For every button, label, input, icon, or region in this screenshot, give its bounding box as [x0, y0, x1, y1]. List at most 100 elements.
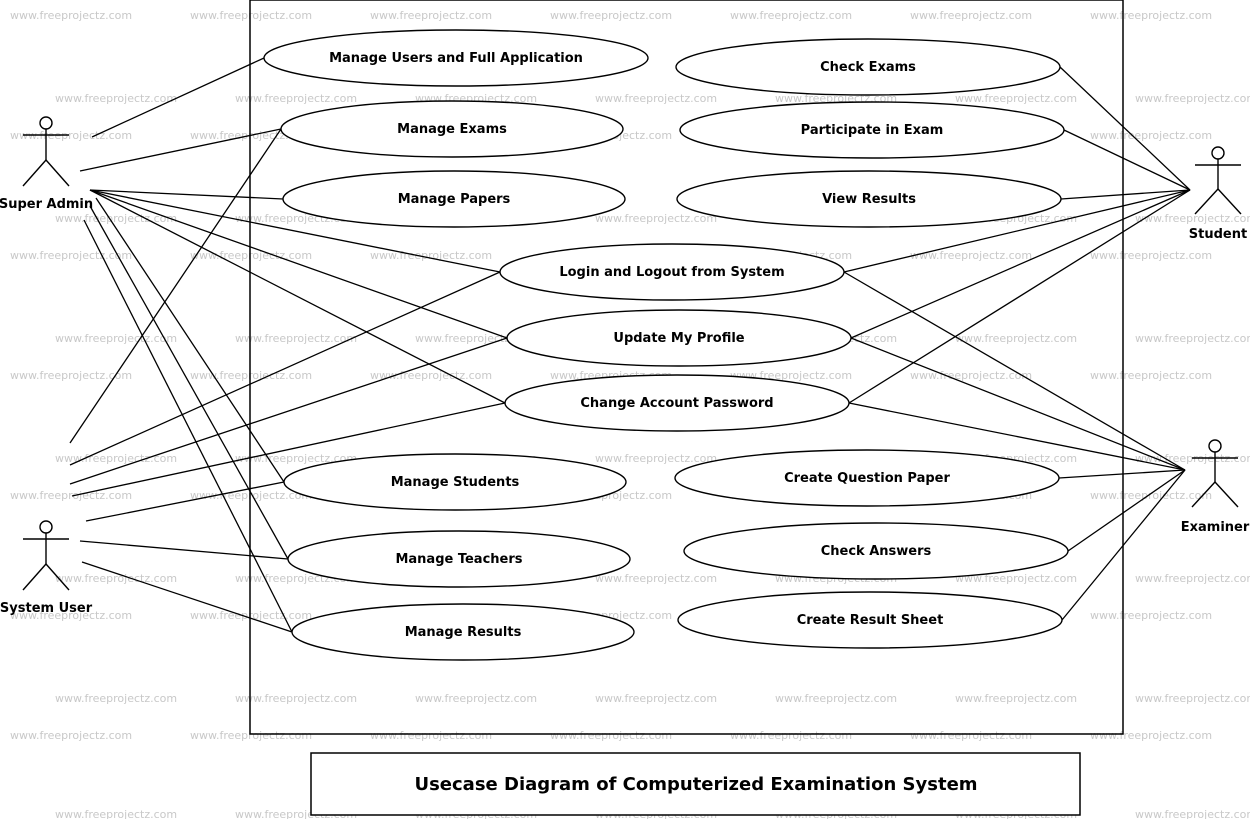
use-case-view-results[interactable]: View Results — [676, 170, 1062, 228]
watermark-text: www.freeprojectz.com — [955, 332, 1077, 345]
use-case-label: Manage Teachers — [395, 552, 522, 567]
use-case-manage-users[interactable]: Manage Users and Full Application — [263, 29, 649, 87]
use-case-manage-students[interactable]: Manage Students — [283, 453, 627, 511]
use-case-label: Update My Profile — [613, 331, 744, 346]
association-line — [850, 337, 1186, 471]
watermark-text: www.freeprojectz.com — [10, 369, 132, 382]
watermark-text: www.freeprojectz.com — [910, 729, 1032, 742]
watermark-text: www.freeprojectz.com — [55, 692, 177, 705]
watermark-text: www.freeprojectz.com — [370, 249, 492, 262]
use-case-manage-papers[interactable]: Manage Papers — [282, 170, 626, 228]
watermark-text: www.freeprojectz.com — [10, 489, 132, 502]
actor-system-user[interactable]: System User — [0, 520, 93, 616]
watermark-text: www.freeprojectz.com — [1090, 489, 1212, 502]
association-line — [69, 128, 282, 444]
watermark-text: www.freeprojectz.com — [550, 729, 672, 742]
watermark-text: www.freeprojectz.com — [190, 729, 312, 742]
watermark-text: www.freeprojectz.com — [10, 9, 132, 22]
watermark-text: www.freeprojectz.com — [910, 369, 1032, 382]
use-case-manage-exams[interactable]: Manage Exams — [280, 100, 624, 158]
use-case-login-logout[interactable]: Login and Logout from System — [499, 243, 845, 301]
watermark-text: www.freeprojectz.com — [10, 729, 132, 742]
watermark-text: www.freeprojectz.com — [595, 452, 717, 465]
watermark-text: www.freeprojectz.com — [55, 332, 177, 345]
system-boundary — [249, 0, 1124, 735]
association-line — [91, 57, 265, 138]
watermark-text: www.freeprojectz.com — [190, 609, 312, 622]
watermark-text: www.freeprojectz.com — [415, 692, 537, 705]
use-case-check-exams[interactable]: Check Exams — [675, 38, 1061, 96]
actor-student[interactable]: Student — [1189, 146, 1247, 242]
watermark-text: www.freeprojectz.com — [370, 369, 492, 382]
watermark-text: www.freeprojectz.com — [955, 572, 1077, 585]
association-line — [1058, 469, 1186, 479]
watermark-text: www.freeprojectz.com — [190, 489, 312, 502]
watermark-text: www.freeprojectz.com — [1090, 369, 1212, 382]
watermark-text: www.freeprojectz.com — [955, 92, 1077, 105]
watermark-text: www.freeprojectz.com — [370, 9, 492, 22]
watermark-text: www.freeprojectz.com — [235, 692, 357, 705]
watermark-text: www.freeprojectz.com — [235, 332, 357, 345]
use-case-label: Manage Exams — [397, 122, 507, 137]
watermark-text: www.freeprojectz.com — [1135, 808, 1250, 819]
use-case-update-profile[interactable]: Update My Profile — [506, 309, 852, 367]
watermark-text: www.freeprojectz.com — [775, 692, 897, 705]
association-line — [95, 197, 285, 483]
watermark-text: www.freeprojectz.com — [1090, 9, 1212, 22]
stick-figure-icon — [1191, 439, 1239, 508]
use-case-change-password[interactable]: Change Account Password — [504, 374, 850, 432]
watermark-text: www.freeprojectz.com — [595, 212, 717, 225]
association-line — [848, 189, 1191, 404]
use-case-manage-teachers[interactable]: Manage Teachers — [287, 530, 631, 588]
watermark-text: www.freeprojectz.com — [1135, 92, 1250, 105]
watermark-text: www.freeprojectz.com — [370, 729, 492, 742]
watermark-text: www.freeprojectz.com — [595, 572, 717, 585]
watermark-text: www.freeprojectz.com — [1090, 129, 1212, 142]
use-case-label: Check Exams — [820, 60, 916, 75]
association-line — [71, 402, 506, 497]
use-case-label: Manage Papers — [398, 192, 511, 207]
association-line — [89, 205, 289, 560]
watermark-text: www.freeprojectz.com — [595, 692, 717, 705]
association-line — [1067, 469, 1186, 552]
watermark-text: www.freeprojectz.com — [10, 609, 132, 622]
association-line — [83, 219, 293, 633]
use-case-create-question-paper[interactable]: Create Question Paper — [674, 449, 1060, 507]
use-case-create-result-sheet[interactable]: Create Result Sheet — [677, 591, 1063, 649]
watermark-text: www.freeprojectz.com — [190, 369, 312, 382]
use-case-label: Create Question Paper — [784, 471, 950, 486]
association-line — [848, 402, 1186, 471]
use-case-label: Create Result Sheet — [797, 613, 944, 628]
association-line — [843, 189, 1191, 273]
stick-figure-icon — [1194, 146, 1242, 215]
use-case-label: Manage Students — [391, 475, 520, 490]
association-line — [89, 189, 501, 273]
watermark-text: www.freeprojectz.com — [1090, 249, 1212, 262]
association-line — [89, 189, 508, 339]
watermark-text: www.freeprojectz.com — [730, 729, 852, 742]
actor-examiner[interactable]: Examiner — [1181, 439, 1250, 535]
watermark-text: www.freeprojectz.com — [235, 92, 357, 105]
watermark-text: www.freeprojectz.com — [1135, 572, 1250, 585]
diagram-title-box: Usecase Diagram of Computerized Examinat… — [310, 752, 1081, 816]
stick-figure-icon — [22, 116, 70, 187]
use-case-label: Participate in Exam — [801, 123, 944, 138]
association-line — [79, 128, 282, 172]
actor-super-admin[interactable]: Super Admin — [0, 116, 93, 212]
use-case-label: Manage Results — [405, 625, 522, 640]
association-line — [89, 189, 506, 404]
actor-label: Super Admin — [0, 197, 93, 212]
actor-label: Examiner — [1181, 520, 1250, 535]
association-line — [69, 337, 508, 485]
actor-label: System User — [0, 601, 93, 616]
use-case-participate-exam[interactable]: Participate in Exam — [679, 101, 1065, 159]
watermark-text: www.freeprojectz.com — [1090, 729, 1212, 742]
association-line — [69, 271, 501, 466]
associations — [69, 57, 1191, 633]
association-line — [1059, 66, 1191, 191]
watermark-text: www.freeprojectz.com — [730, 9, 852, 22]
use-case-check-answers[interactable]: Check Answers — [683, 522, 1069, 580]
diagram-title: Usecase Diagram of Computerized Examinat… — [414, 774, 977, 795]
use-case-manage-results[interactable]: Manage Results — [291, 603, 635, 661]
